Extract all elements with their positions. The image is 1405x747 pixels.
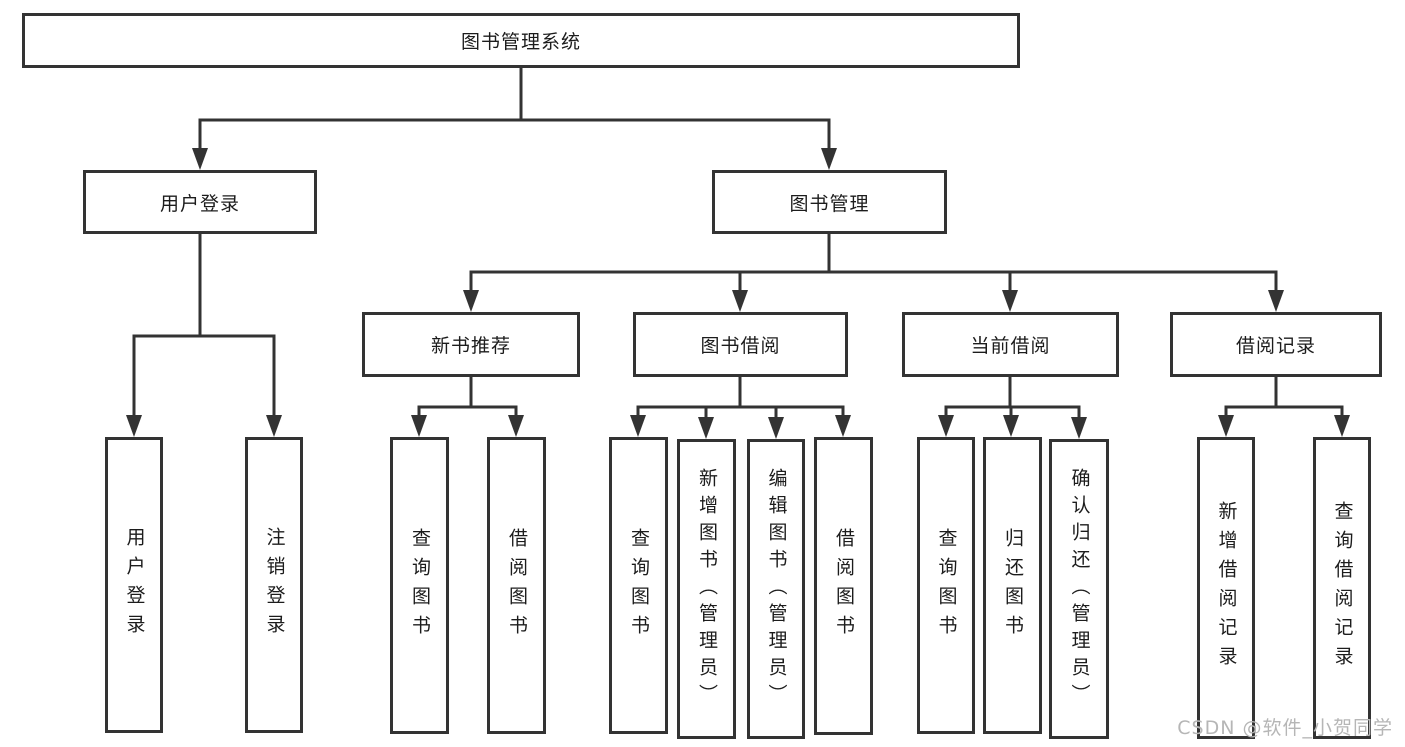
connector-level1-branch [198, 118, 831, 151]
leaf-query-book-2-label: 查询图书 [628, 527, 650, 644]
node-new-book-recommend-label: 新书推荐 [430, 335, 511, 357]
leaf-confirm-return-admin-label: 确认归还（管理员） [1068, 467, 1091, 711]
node-new-book-recommend: 新书推荐 [362, 312, 580, 377]
leaf-edit-book-admin-label: 编辑图书（管理员） [765, 467, 788, 711]
node-book-management: 图书管理 [712, 170, 947, 234]
node-root-label: 图书管理系统 [460, 31, 581, 53]
node-book-management-label: 图书管理 [789, 192, 870, 215]
connector-user-branch [132, 334, 276, 417]
leaf-add-borrow-record-label: 新增借阅记录 [1215, 501, 1238, 675]
leaf-return-book-label: 归还图书 [1002, 527, 1024, 644]
leaf-query-book-1-label: 查询图书 [409, 527, 431, 644]
connector-borrow-branch [636, 405, 845, 418]
leaf-confirm-return-admin: 确认归还（管理员） [1049, 439, 1109, 739]
connector-record-branch [1224, 405, 1344, 418]
node-current-borrow: 当前借阅 [902, 312, 1119, 377]
leaf-query-borrow-record: 查询借阅记录 [1313, 437, 1371, 739]
node-user-login: 用户登录 [83, 170, 317, 234]
leaf-logout: 注销登录 [245, 437, 303, 733]
leaf-borrow-book-2-label: 借阅图书 [833, 528, 855, 644]
leaf-query-book-3-label: 查询图书 [935, 527, 958, 644]
leaf-query-book-3: 查询图书 [917, 437, 975, 734]
leaf-borrow-book-1: 借阅图书 [487, 437, 546, 734]
connector-mgmt-branch [469, 270, 1278, 293]
node-root: 图书管理系统 [22, 13, 1020, 68]
leaf-logout-label: 注销登录 [263, 527, 286, 643]
leaf-add-borrow-record: 新增借阅记录 [1197, 437, 1255, 739]
leaf-add-book-admin: 新增图书（管理员） [677, 439, 736, 739]
node-book-borrow-label: 图书借阅 [700, 335, 781, 357]
leaf-user-login-label: 用户登录 [123, 527, 146, 643]
leaf-edit-book-admin: 编辑图书（管理员） [747, 439, 805, 739]
leaf-borrow-book-2: 借阅图书 [814, 437, 873, 735]
leaf-return-book: 归还图书 [983, 437, 1042, 734]
watermark: CSDN @软件_小贺同学 [1177, 717, 1393, 739]
leaf-user-login: 用户登录 [105, 437, 163, 733]
leaf-query-borrow-record-label: 查询借阅记录 [1331, 501, 1354, 675]
node-borrow-record: 借阅记录 [1170, 312, 1382, 377]
node-user-login-label: 用户登录 [159, 192, 240, 215]
leaf-query-book-1: 查询图书 [390, 437, 449, 734]
connector-newbook-branch [417, 405, 518, 418]
node-current-borrow-label: 当前借阅 [970, 335, 1051, 357]
leaf-query-book-2: 查询图书 [609, 437, 668, 734]
leaf-add-book-admin-label: 新增图书（管理员） [696, 467, 718, 711]
node-borrow-record-label: 借阅记录 [1235, 335, 1316, 357]
arrowheads [126, 148, 1350, 439]
node-book-borrow: 图书借阅 [633, 312, 848, 377]
leaf-borrow-book-1-label: 借阅图书 [506, 527, 528, 644]
